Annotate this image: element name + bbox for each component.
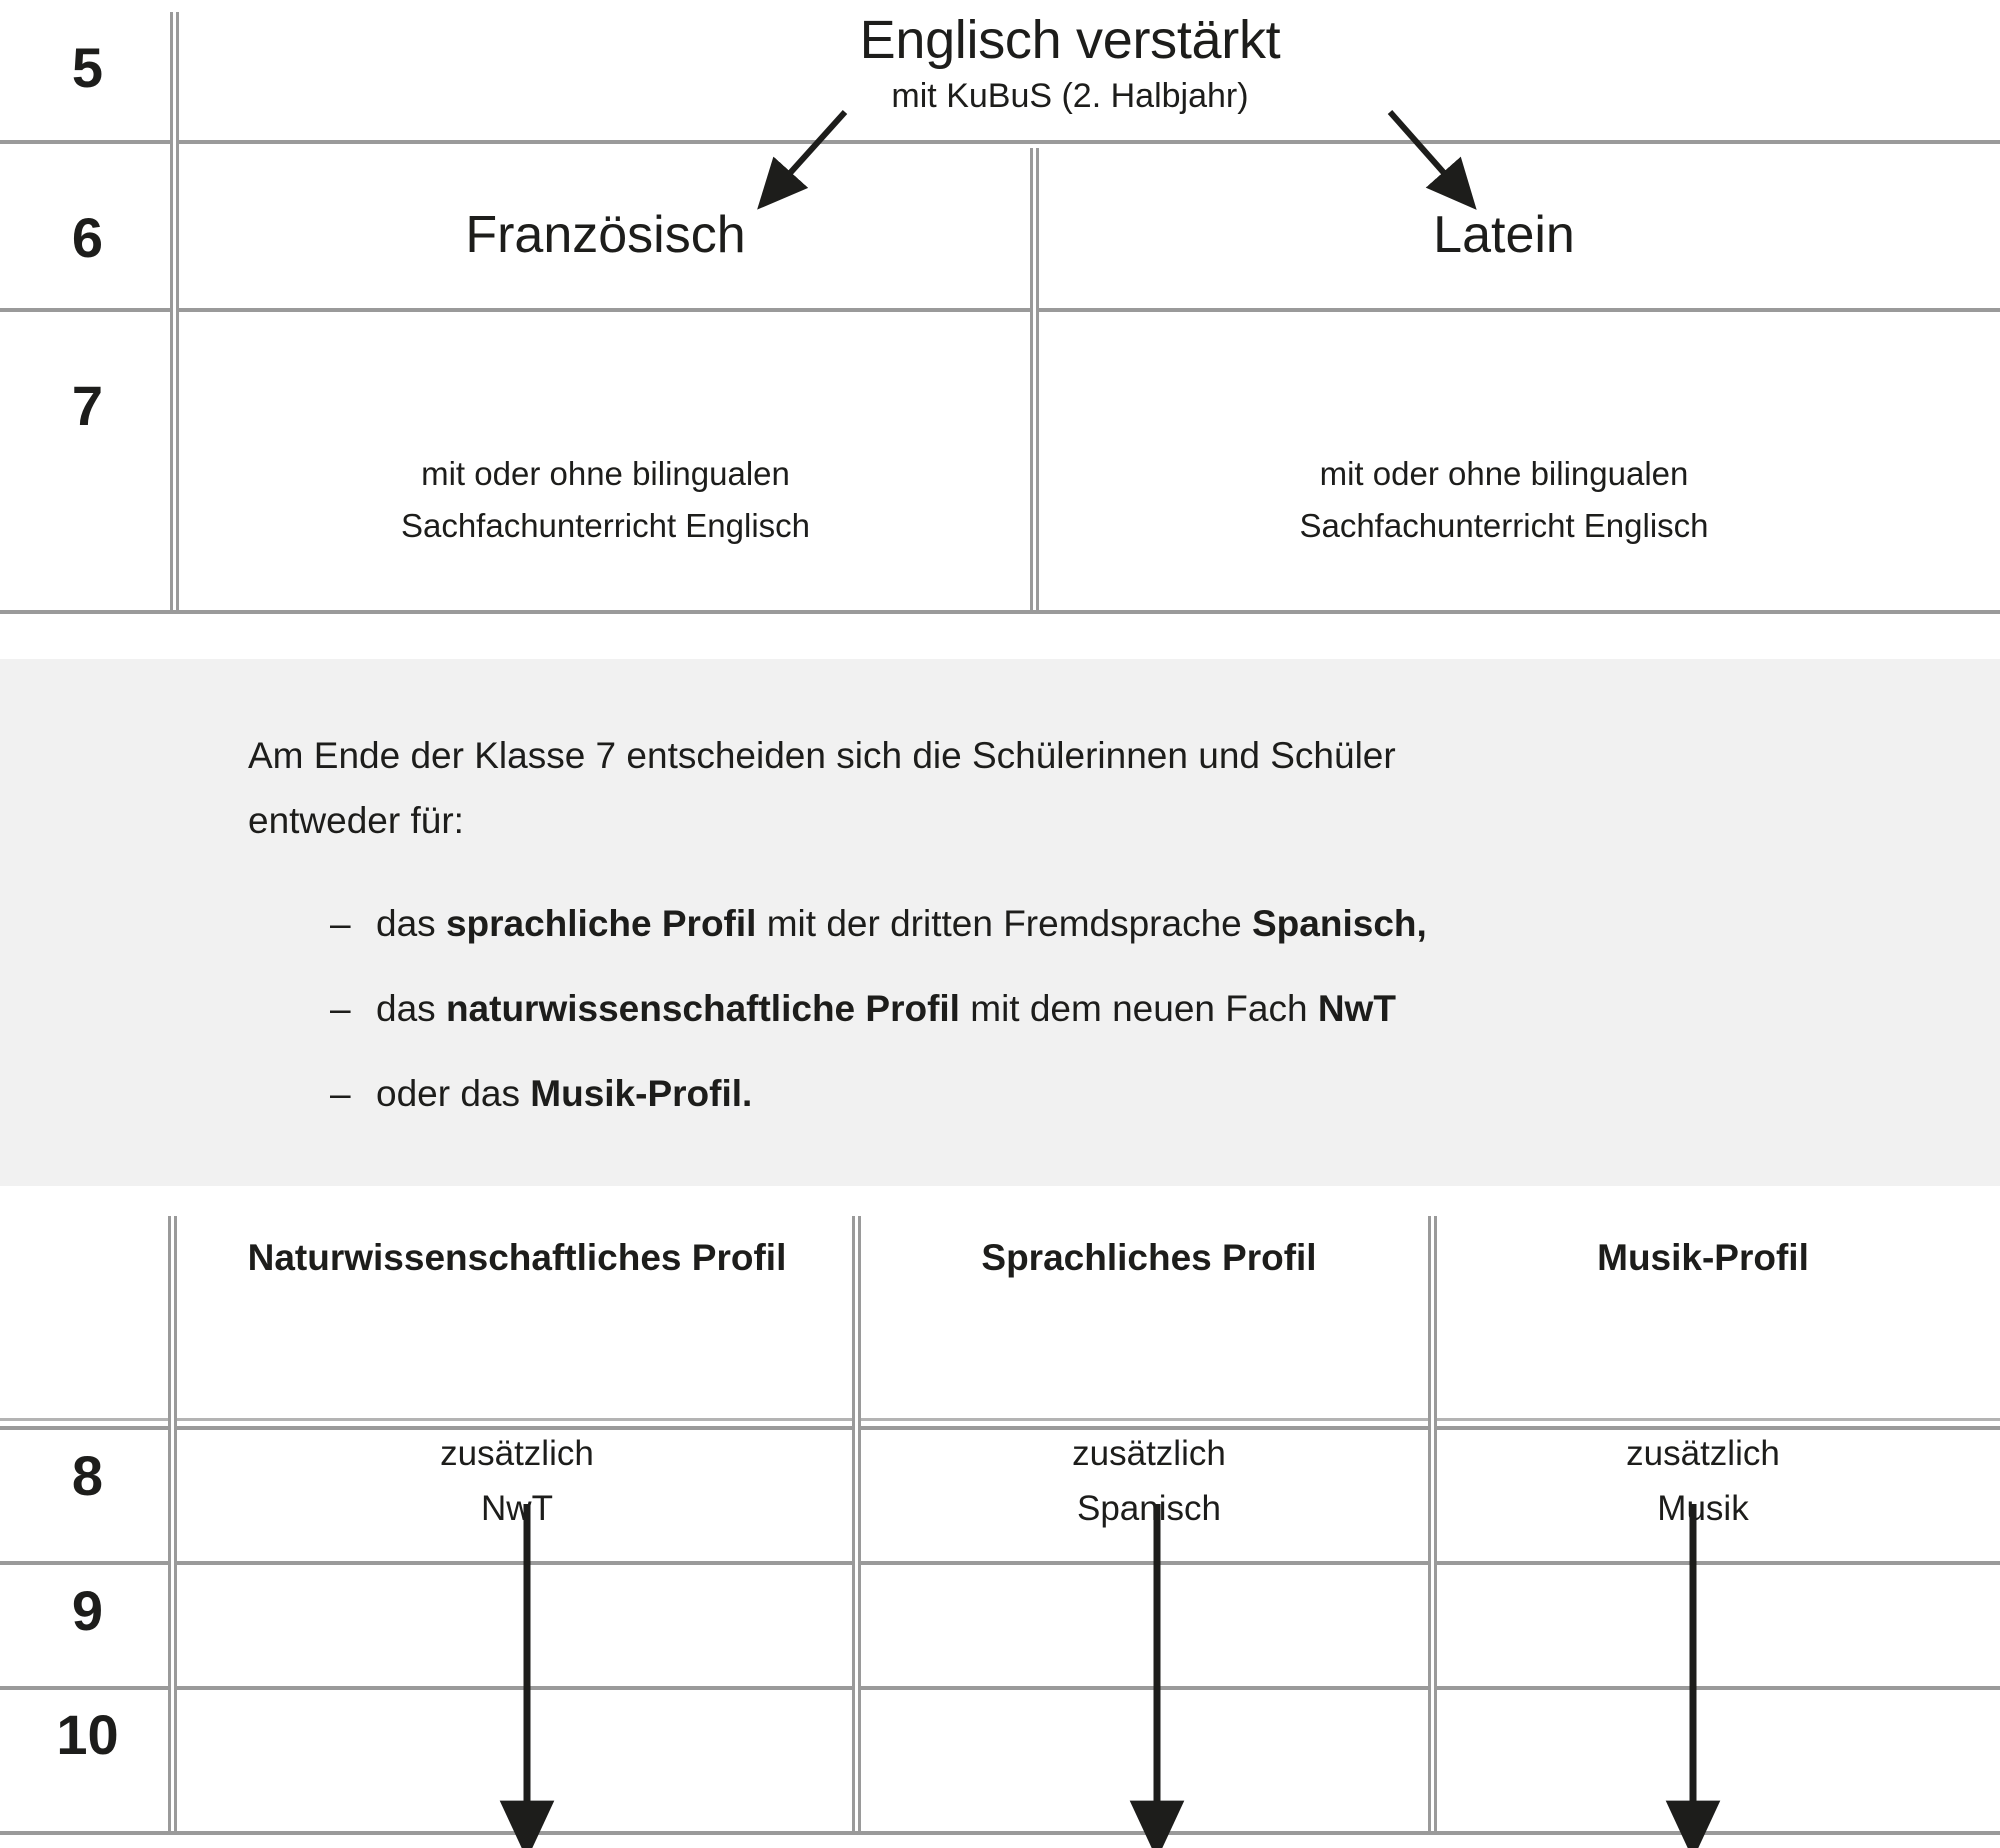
profile-header-musik: Musik-Profil xyxy=(1597,1237,1809,1278)
bilingual-french-line2: Sachfachunterricht Englisch xyxy=(400,507,811,544)
item1-bold1: naturwissenschaftliche Profil xyxy=(445,988,960,1029)
bilingual-cell-french: mit oder ohne bilingualen Sachfachunterr… xyxy=(178,448,1033,552)
lower-row-divider-8-9 xyxy=(0,1561,2000,1565)
language-cell-latin: Latein xyxy=(1433,206,1575,264)
item1-bold2: NwT xyxy=(1317,988,1396,1029)
addition-musik-line1: zusätzlich xyxy=(1626,1434,1780,1473)
list-dash: – xyxy=(330,903,351,944)
addition-spanisch-line2: Spanisch xyxy=(1077,1489,1221,1528)
list-item: –oder das Musik-Profil. xyxy=(330,1051,1930,1136)
item2-pre: oder das xyxy=(376,1073,531,1114)
addition-spanisch-line1: zusätzlich xyxy=(1072,1434,1226,1473)
grade-label-6: 6 xyxy=(71,206,104,269)
list-dash: – xyxy=(330,1073,351,1114)
english-intensified-subtitle: mit KuBuS (2. Halbjahr) xyxy=(891,77,1249,115)
item0-mid: mit der dritten Fremdsprache xyxy=(756,903,1252,944)
bilingual-french-line1: mit oder ohne bilingualen xyxy=(421,455,790,492)
lower-profile-table: Naturwissenschaftliches Profil Sprachlic… xyxy=(0,1186,2000,1848)
lower-column-divider-2 xyxy=(1428,1216,1437,1831)
arrow-down-left-icon xyxy=(757,109,848,210)
decision-note-list: –das sprachliche Profil mit der dritten … xyxy=(330,881,1930,1136)
decision-note-intro: Am Ende der Klasse 7 entscheiden sich di… xyxy=(248,723,1848,853)
item1-pre: das xyxy=(376,988,446,1029)
lower-header-divider xyxy=(0,1418,2000,1421)
decision-note-panel: Am Ende der Klasse 7 entscheiden sich di… xyxy=(0,659,2000,1186)
bilingual-cell-latin: mit oder ohne bilingualen Sachfachunterr… xyxy=(1044,448,1964,552)
grade-label-8: 8 xyxy=(71,1444,104,1507)
item0-pre: das xyxy=(376,903,446,944)
item0-bold2: Spanisch, xyxy=(1252,903,1427,944)
english-intensified-title: Englisch verstärkt xyxy=(859,10,1281,70)
english-intensified-block: Englisch verstärkt mit KuBuS (2. Halbjah… xyxy=(175,8,1965,118)
profile-header-sprachliches: Sprachliches Profil xyxy=(981,1237,1317,1278)
list-dash: – xyxy=(330,988,351,1029)
grade-label-5: 5 xyxy=(71,36,104,99)
bilingual-latin-line2: Sachfachunterricht Englisch xyxy=(1299,507,1709,544)
upper-grade-table: 5 6 7 Englisch verstärkt mit KuBuS (2. H… xyxy=(0,0,2000,614)
lower-row-divider-9-10 xyxy=(0,1686,2000,1690)
upper-row-divider-6-7 xyxy=(0,308,2000,312)
list-item: –das sprachliche Profil mit der dritten … xyxy=(330,881,1930,966)
lower-grade-column-divider xyxy=(168,1216,177,1831)
item2-bold1: Musik-Profil. xyxy=(530,1073,753,1114)
upper-language-column-divider xyxy=(1030,148,1039,610)
lower-table-bottom-border xyxy=(0,1831,2000,1835)
decision-note-intro-line2: entweder für: xyxy=(248,800,464,841)
item1-mid: mit dem neuen Fach xyxy=(959,988,1318,1029)
addition-musik-line2: Musik xyxy=(1657,1489,1749,1528)
upper-row-divider-5-6 xyxy=(0,140,2000,144)
addition-nwt-line1: zusätzlich xyxy=(440,1434,594,1473)
upper-table-bottom-border xyxy=(0,610,2000,614)
grade-label-7: 7 xyxy=(71,374,104,437)
profile-header-naturwissenschaftliches: Naturwissenschaftliches Profil xyxy=(247,1237,787,1278)
addition-cell-spanisch: zusätzlich Spanisch xyxy=(866,1426,1432,1536)
grade-label-10: 10 xyxy=(56,1703,119,1766)
item0-bold1: sprachliche Profil xyxy=(445,903,757,944)
list-item: –das naturwissenschaftliche Profil mit d… xyxy=(330,966,1930,1051)
bilingual-latin-line1: mit oder ohne bilingualen xyxy=(1319,455,1689,492)
arrow-down-right-icon xyxy=(1387,110,1477,210)
addition-nwt-line2: NwT xyxy=(481,1489,553,1528)
language-cell-french: Französisch xyxy=(465,206,746,264)
lower-header-divider-2 xyxy=(0,1426,2000,1430)
lower-column-divider-1 xyxy=(852,1216,861,1831)
upper-grade-column-divider xyxy=(170,12,179,610)
grade-label-9: 9 xyxy=(71,1579,104,1642)
decision-note-intro-line1: Am Ende der Klasse 7 entscheiden sich di… xyxy=(248,735,1396,776)
addition-cell-musik: zusätzlich Musik xyxy=(1442,1426,1964,1536)
addition-cell-nwt: zusätzlich NwT xyxy=(178,1426,856,1536)
